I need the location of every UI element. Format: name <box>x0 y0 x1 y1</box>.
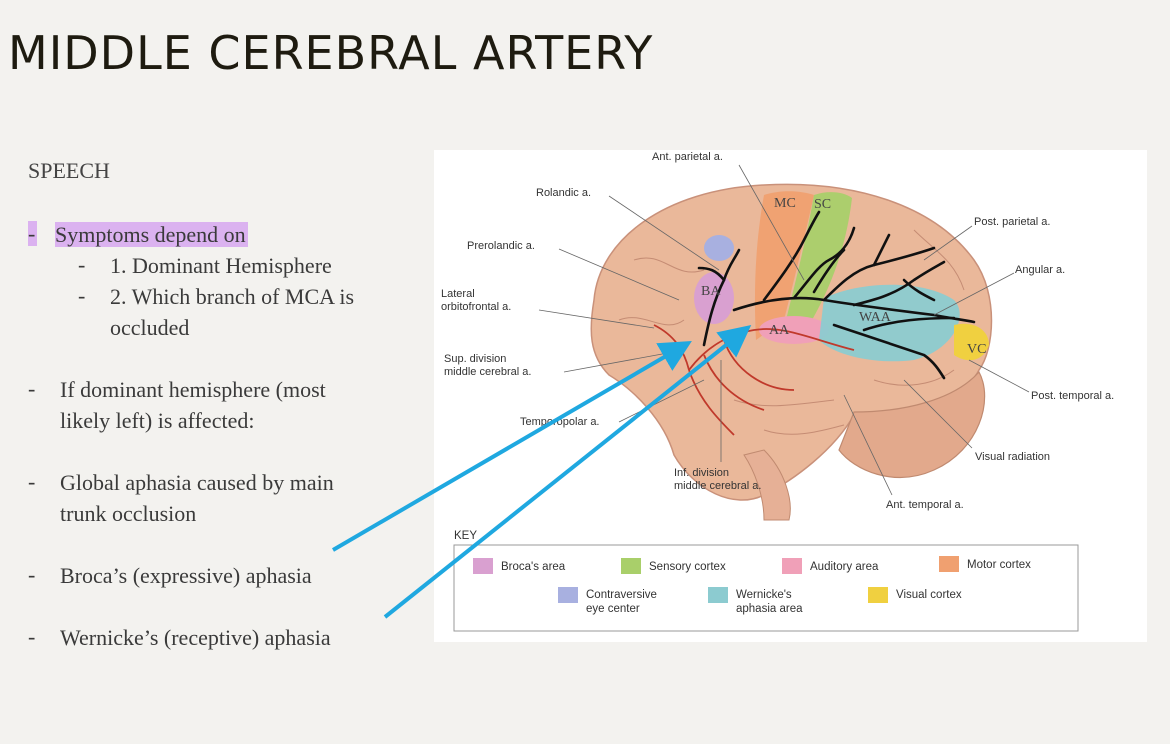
key-brocas: Broca's area <box>501 561 566 573</box>
sub-bullet-dash: - <box>78 252 85 278</box>
label-visual-radiation: Visual radiation <box>975 451 1050 463</box>
key-swatch-auditory <box>782 558 802 574</box>
brain-diagram: Ant. parietal a. Rolandic a. Prerolandic… <box>434 150 1147 642</box>
bullet-dash: - <box>28 376 35 402</box>
key-swatch-sensory <box>621 558 641 574</box>
bullet-brocas-aphasia: Broca’s (expressive) aphasia <box>60 560 312 591</box>
key-swatch-motor <box>939 556 959 572</box>
key-wernicke-2: aphasia area <box>736 603 803 615</box>
bullet-wernickes-aphasia: Wernicke’s (receptive) aphasia <box>60 622 331 653</box>
bullet-symptoms: Symptoms depend on <box>55 219 248 250</box>
brain-figure: Ant. parietal a. Rolandic a. Prerolandic… <box>434 150 1147 642</box>
label-temporopolar: Temporopolar a. <box>520 416 600 428</box>
section-heading: SPEECH <box>28 158 110 184</box>
key-swatch-brocas <box>473 558 493 574</box>
region-label-waa: WAA <box>859 310 892 325</box>
label-lateral-2: orbitofrontal a. <box>441 301 511 313</box>
bullet-global-aphasia: Global aphasia caused by main <box>60 467 334 498</box>
bullet-dash: - <box>28 562 35 588</box>
key-visual: Visual cortex <box>896 589 962 601</box>
bullet-dash: - <box>28 469 35 495</box>
label-inf-division-2: middle cerebral a. <box>674 480 761 492</box>
sub-bullet-dash: - <box>78 283 85 309</box>
key-contraversive-1: Contraversive <box>586 589 657 601</box>
label-prerolandic: Prerolandic a. <box>467 240 535 252</box>
bullet-dominant-affected-cont: likely left) is affected: <box>60 405 254 436</box>
label-rolandic: Rolandic a. <box>536 187 591 199</box>
contraversive-eye-region <box>704 235 734 261</box>
label-post-parietal: Post. parietal a. <box>974 216 1050 228</box>
bullet-global-aphasia-cont: trunk occlusion <box>60 498 196 529</box>
label-lateral-1: Lateral <box>441 288 475 300</box>
sub-bullet-dominant: 1. Dominant Hemisphere <box>110 250 332 281</box>
label-inf-division-1: Inf. division <box>674 467 729 479</box>
label-angular: Angular a. <box>1015 264 1065 276</box>
key-box <box>454 545 1078 631</box>
label-sup-division-1: Sup. division <box>444 353 506 365</box>
key-auditory: Auditory area <box>810 561 879 573</box>
region-label-ba: BA <box>701 284 721 299</box>
key-contraversive-2: eye center <box>586 603 640 615</box>
sub-bullet-branch: 2. Which branch of MCA is <box>110 281 354 312</box>
key-title: KEY <box>454 530 477 542</box>
key-swatch-visual <box>868 587 888 603</box>
bullet-dash: - <box>28 221 37 247</box>
key-swatch-contraversive <box>558 587 578 603</box>
region-label-aa: AA <box>769 323 790 338</box>
key-swatch-wernicke <box>708 587 728 603</box>
key-sensory: Sensory cortex <box>649 561 726 573</box>
sub-bullet-branch-cont: occluded <box>110 312 189 343</box>
label-ant-parietal: Ant. parietal a. <box>652 151 723 163</box>
label-ant-temporal: Ant. temporal a. <box>886 499 964 511</box>
text-column: SPEECH - Symptoms depend on - 1. Dominan… <box>0 0 430 744</box>
bullet-dominant-affected: If dominant hemisphere (most <box>60 374 326 405</box>
region-label-mc: MC <box>774 196 796 211</box>
region-label-sc: SC <box>814 197 831 212</box>
label-sup-division-2: middle cerebral a. <box>444 366 531 378</box>
region-label-vc: VC <box>967 342 986 357</box>
label-post-temporal: Post. temporal a. <box>1031 390 1114 402</box>
key-motor: Motor cortex <box>967 559 1031 571</box>
key-wernicke-1: Wernicke's <box>736 589 792 601</box>
bullet-dash: - <box>28 624 35 650</box>
